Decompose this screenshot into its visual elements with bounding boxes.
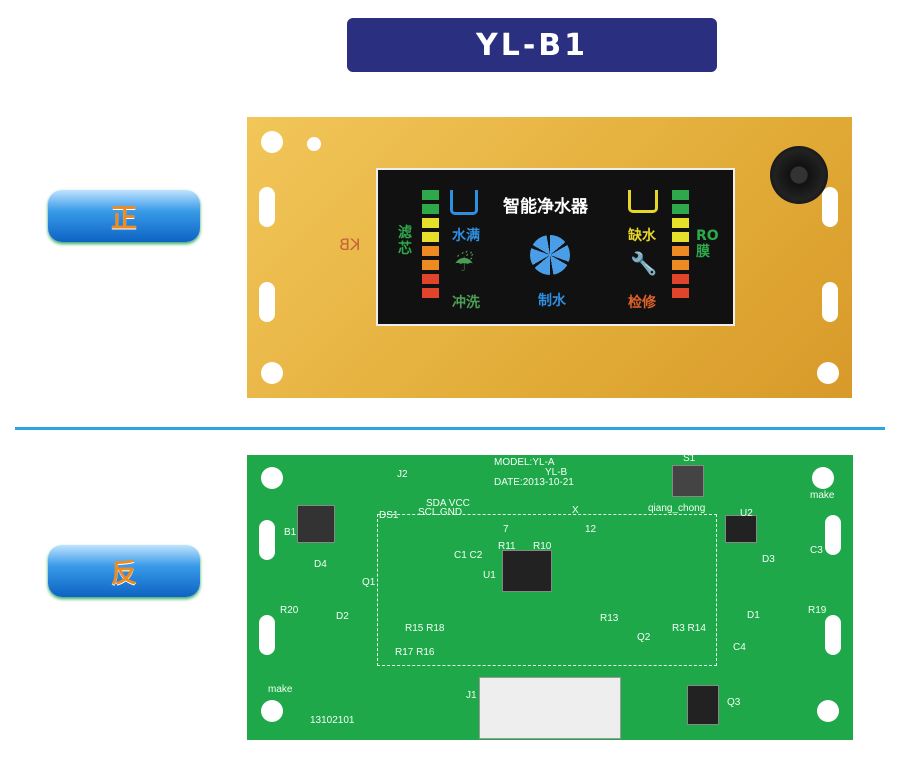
level-segment: [422, 218, 439, 228]
repair-icon: 🔧: [630, 252, 658, 277]
silkscreen-r13: R13: [600, 613, 619, 624]
repair-label: 检修: [628, 295, 656, 311]
silkscreen-r17r16: R17 R16: [395, 647, 435, 658]
silkscreen-ds1: DS1: [379, 510, 399, 521]
silkscreen-model2: YL-B: [545, 467, 568, 478]
silkscreen-d1: D1: [747, 610, 760, 621]
flush-label: 冲洗: [452, 295, 480, 311]
silkscreen-model: MODEL:YL-A: [494, 457, 555, 468]
silkscreen-d3: D3: [762, 554, 775, 565]
ro-label: RO膜: [696, 228, 719, 260]
front-label: 正: [48, 190, 200, 242]
pcb-back-photo: [247, 455, 853, 740]
divider: [15, 427, 885, 430]
silkscreen-make1: make: [810, 490, 835, 501]
silkscreen-d4: D4: [314, 559, 327, 570]
level-segment: [672, 288, 689, 298]
silkscreen-scl_gnd: SCL GND: [418, 507, 463, 518]
level-segment: [672, 218, 689, 228]
water-short-icon: [628, 190, 658, 213]
making-label: 制水: [538, 293, 566, 309]
product-title-banner: YL-B1: [347, 18, 717, 72]
level-segment: [422, 190, 439, 200]
silkscreen-date: DATE:2013-10-21: [494, 477, 574, 488]
silkscreen-r11: R11: [498, 541, 516, 552]
silkscreen-switch: qiang_chong: [648, 503, 706, 514]
silkscreen-q3: Q3: [727, 697, 741, 708]
silk-mark: KB: [339, 235, 361, 254]
silkscreen-u2: U2: [740, 508, 753, 519]
level-segment: [672, 274, 689, 284]
level-segment: [422, 260, 439, 270]
silkscreen-x: X: [572, 505, 579, 516]
flush-icon: ☔: [454, 252, 474, 277]
level-segment: [672, 204, 689, 214]
silkscreen-q2: Q2: [637, 632, 651, 643]
silkscreen-u1: U1: [483, 570, 496, 581]
silkscreen-r3r14: R3 R14: [672, 623, 706, 634]
water-full-icon: [450, 190, 478, 215]
lcd-display: 滤芯 RO膜 智能净水器 水满 ☔ 冲洗 制水 缺水 🔧 检修: [376, 168, 735, 326]
level-segment: [672, 260, 689, 270]
silkscreen-r15r18: R15 R18: [405, 623, 445, 634]
silkscreen-make2: make: [268, 684, 293, 695]
level-segment: [672, 190, 689, 200]
silkscreen-s1: S1: [683, 453, 696, 464]
silkscreen-pin12: 12: [585, 524, 597, 535]
silkscreen-q1: Q1: [362, 577, 376, 588]
silkscreen-r10: R10: [533, 541, 552, 552]
level-segment: [422, 274, 439, 284]
silkscreen-r20: R20: [280, 605, 299, 616]
silkscreen-sda_vcc: SDA VCC: [426, 498, 470, 509]
water-full-label: 水满: [452, 228, 480, 244]
level-segment: [422, 204, 439, 214]
silkscreen-r19: R19: [808, 605, 827, 616]
level-segment: [422, 246, 439, 256]
level-segment: [672, 246, 689, 256]
level-segment: [422, 232, 439, 242]
making-icon: [530, 235, 570, 275]
water-short-label: 缺水: [628, 228, 656, 244]
filter-label: 滤芯: [398, 225, 412, 257]
silkscreen-j1: J1: [466, 690, 477, 701]
silkscreen-b1: B1: [284, 527, 297, 538]
level-segment: [422, 288, 439, 298]
silkscreen-d2: D2: [336, 611, 349, 622]
back-label: 反: [48, 545, 200, 597]
silkscreen-serial: 13102101: [310, 715, 355, 726]
silkscreen-j2: J2: [397, 469, 408, 480]
silkscreen-c4: C4: [733, 642, 746, 653]
silkscreen-c3: C3: [810, 545, 823, 556]
buzzer: [770, 146, 828, 204]
level-segment: [672, 232, 689, 242]
silkscreen-c1c2: C1 C2: [454, 550, 483, 561]
silkscreen-pin7: 7: [503, 524, 509, 535]
display-heading: 智能净水器: [503, 197, 588, 217]
